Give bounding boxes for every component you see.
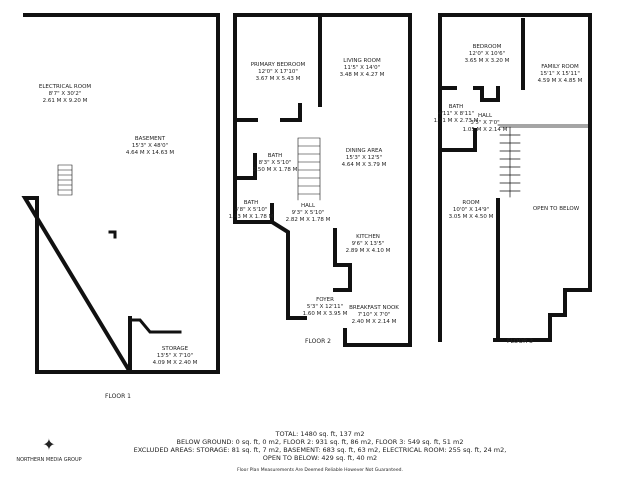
floor-areas: BELOW GROUND: 0 sq. ft, 0 m2, FLOOR 2: 9…	[176, 438, 464, 446]
company-logo: ✦ NORTHERN MEDIA GROUP	[14, 435, 84, 464]
disclaimer: Floor Plan Measurements Are Deemed Relia…	[237, 468, 403, 473]
compass-rose-icon: ✦	[42, 435, 56, 454]
floor-1-walls	[21, 13, 220, 374]
floor-2-walls	[233, 13, 412, 347]
floor-3-label: FLOOR 3	[507, 338, 533, 345]
open-to-below-area: OPEN TO BELOW: 429 sq. ft, 40 m2	[262, 454, 378, 462]
room-label-open-to-below: OPEN TO BELOW	[532, 206, 580, 212]
floor-1-stairs	[57, 164, 73, 196]
floor-3-walls	[438, 13, 592, 342]
floor-2-stairs	[297, 137, 321, 201]
excluded-areas: EXCLUDED AREAS: STORAGE: 81 sq. ft, 7 m2…	[133, 446, 507, 454]
logo-text: NORTHERN MEDIA GROUP	[16, 457, 82, 463]
floor-1-label: FLOOR 1	[105, 393, 131, 400]
floor-2-label: FLOOR 2	[305, 338, 331, 345]
floor-3-opening	[497, 124, 591, 198]
total-area: TOTAL: 1480 sq. ft, 137 m2	[275, 430, 365, 438]
